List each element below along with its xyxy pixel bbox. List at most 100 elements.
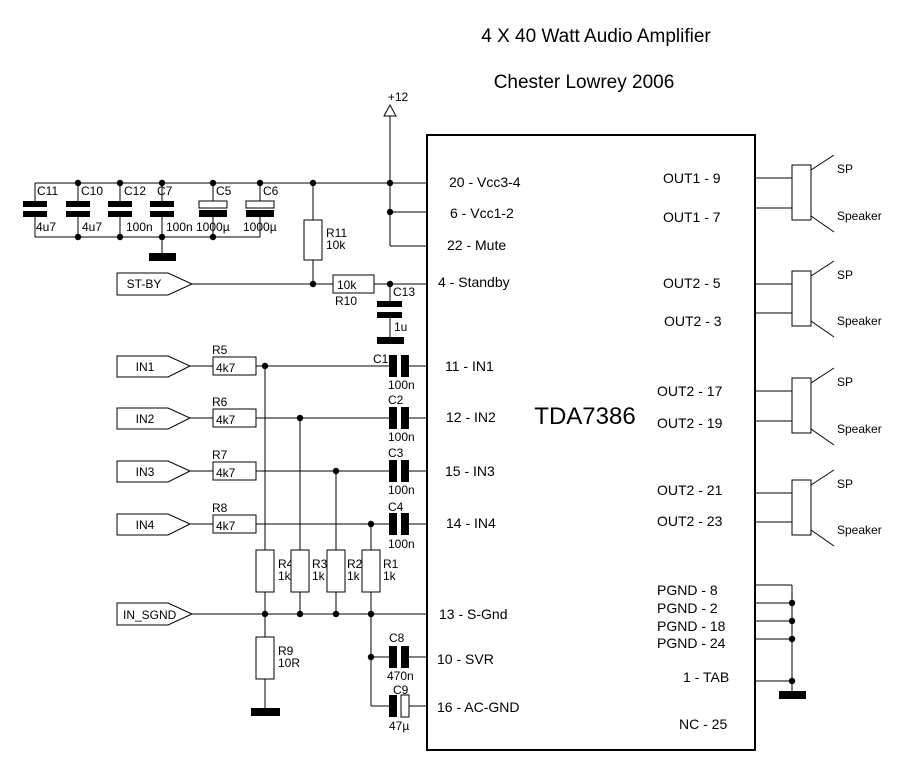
- cap-name: C8: [389, 631, 405, 645]
- junction-dot: [116, 233, 124, 241]
- resistor-r1: R1 1k: [361, 549, 399, 593]
- resistor-body: [255, 549, 275, 593]
- speaker-cone-icon: [810, 260, 835, 338]
- cap-plate: [150, 201, 174, 207]
- speaker-bottom-label: Speaker: [837, 314, 882, 328]
- cap-plate: [23, 211, 47, 217]
- junction-dot: [332, 467, 340, 475]
- cap-value: 470n: [387, 669, 414, 683]
- speaker-body: [791, 479, 812, 536]
- cap-plate: [108, 201, 132, 207]
- cap-value: 1000µ: [243, 220, 277, 234]
- cap-name: C9: [393, 683, 409, 697]
- ic-pin-label: PGND - 24: [657, 635, 726, 651]
- cap-plate: [401, 513, 409, 535]
- ic-pin-label: 10 - SVR: [437, 651, 494, 667]
- cap-name: C3: [388, 446, 404, 460]
- junction-dot: [261, 610, 269, 618]
- junction-dot: [367, 653, 375, 661]
- cap-plate: [246, 210, 274, 217]
- ground-symbol-pgnd: [779, 691, 806, 699]
- ic-pin-label: OUT2 - 5: [663, 275, 721, 291]
- signal-tag-shape: [116, 460, 192, 483]
- resistor-value: 1k: [347, 569, 361, 583]
- cap-plate: [108, 211, 132, 217]
- resistor-name: R3: [312, 557, 328, 571]
- cap-plate: [377, 301, 402, 307]
- junction-dot: [261, 362, 269, 370]
- ic-pin-label: 13 - S-Gnd: [439, 606, 507, 622]
- speaker-bottom-label: Speaker: [837, 422, 882, 436]
- resistor-value: 1k: [278, 569, 292, 583]
- resistor-value: 1k: [383, 569, 397, 583]
- resistor-value: 4k7: [216, 466, 236, 480]
- resistor-value: 10k: [337, 278, 357, 292]
- speaker-cone-icon: [810, 469, 835, 547]
- cap-plate: [66, 201, 90, 207]
- cap-plate: [389, 460, 397, 482]
- signal-tag-shape: [116, 602, 194, 626]
- cap-value: 4u7: [82, 220, 102, 234]
- speaker-3: SP Speaker: [791, 367, 882, 446]
- input-wires: [188, 365, 427, 708]
- speaker-body: [791, 164, 812, 221]
- junction-dot: [158, 179, 166, 187]
- cap-plate: [150, 211, 174, 217]
- page-title: 4 X 40 Watt Audio Amplifier: [481, 26, 711, 47]
- signal-tag-shape: [116, 407, 192, 430]
- junction-dot: [367, 610, 375, 618]
- resistor-r3: R3 1k: [290, 549, 328, 593]
- ic-tda7386: TDA7386 20 - Vcc3-4 6 - Vcc1-2 22 - Mute…: [426, 134, 756, 751]
- supply-arrow: +12: [383, 90, 409, 117]
- pgnd-bus-wires: [755, 584, 793, 691]
- cap-name: C4: [388, 500, 404, 514]
- ic-pin-label: OUT1 - 9: [663, 170, 721, 186]
- junction-dot: [386, 280, 394, 288]
- junction-dot: [158, 233, 166, 241]
- capacitor-c10: C10 4u7: [66, 184, 103, 234]
- ic-pin-label: NC - 25: [679, 716, 727, 732]
- ic-pin-label: 20 - Vcc3-4: [449, 174, 521, 190]
- resistor-body: [212, 461, 257, 481]
- ic-pin-label: 16 - AC-GND: [437, 699, 519, 715]
- speaker-bottom-label: Speaker: [837, 209, 882, 223]
- junction-dot: [209, 233, 217, 241]
- cap-name: C6: [263, 184, 279, 198]
- junction-dot: [74, 179, 82, 187]
- ic-pin-label: OUT2 - 17: [657, 383, 723, 399]
- cap-name: C7: [157, 184, 173, 198]
- resistor-name: R7: [212, 448, 228, 462]
- ic-pin-label: 6 - Vcc1-2: [450, 205, 514, 221]
- junction-dot: [788, 599, 796, 607]
- ic-pin-label: OUT2 - 23: [657, 513, 723, 529]
- ic-pin-label: 22 - Mute: [447, 237, 506, 253]
- ic-pin-label: 14 - IN4: [446, 515, 496, 531]
- signal-tag-label: ST-BY: [127, 277, 162, 291]
- resistor-body: [361, 549, 381, 593]
- input-tag-stby: ST-BY: [116, 272, 194, 296]
- cap-name: C5: [216, 184, 232, 198]
- speaker-top-label: SP: [837, 477, 853, 491]
- signal-tag-label: IN3: [136, 465, 155, 479]
- junction-dot: [788, 677, 796, 685]
- junction-dot: [386, 208, 394, 216]
- cap-value: 100n: [388, 537, 415, 551]
- resistor-name: R8: [212, 501, 228, 515]
- resistor-r9: R9 10R: [255, 636, 300, 680]
- resistor-value: 1k: [312, 569, 326, 583]
- signal-tag-shape: [116, 355, 192, 378]
- capacitor-c9: C9 47µ: [389, 683, 410, 733]
- ic-pin-label: PGND - 8: [657, 582, 718, 598]
- cap-value: 1000µ: [196, 220, 230, 234]
- cap-value: 100n: [388, 430, 415, 444]
- resistor-r4: R4 1k: [255, 549, 294, 593]
- junction-dot: [74, 233, 82, 241]
- resistor-body: [332, 274, 375, 294]
- standby-wires: [192, 283, 427, 337]
- ic-pin-label: 4 - Standby: [438, 274, 510, 290]
- cap-plate: [389, 646, 397, 668]
- ic-pin-label: PGND - 18: [657, 618, 726, 634]
- junction-dot: [256, 179, 264, 187]
